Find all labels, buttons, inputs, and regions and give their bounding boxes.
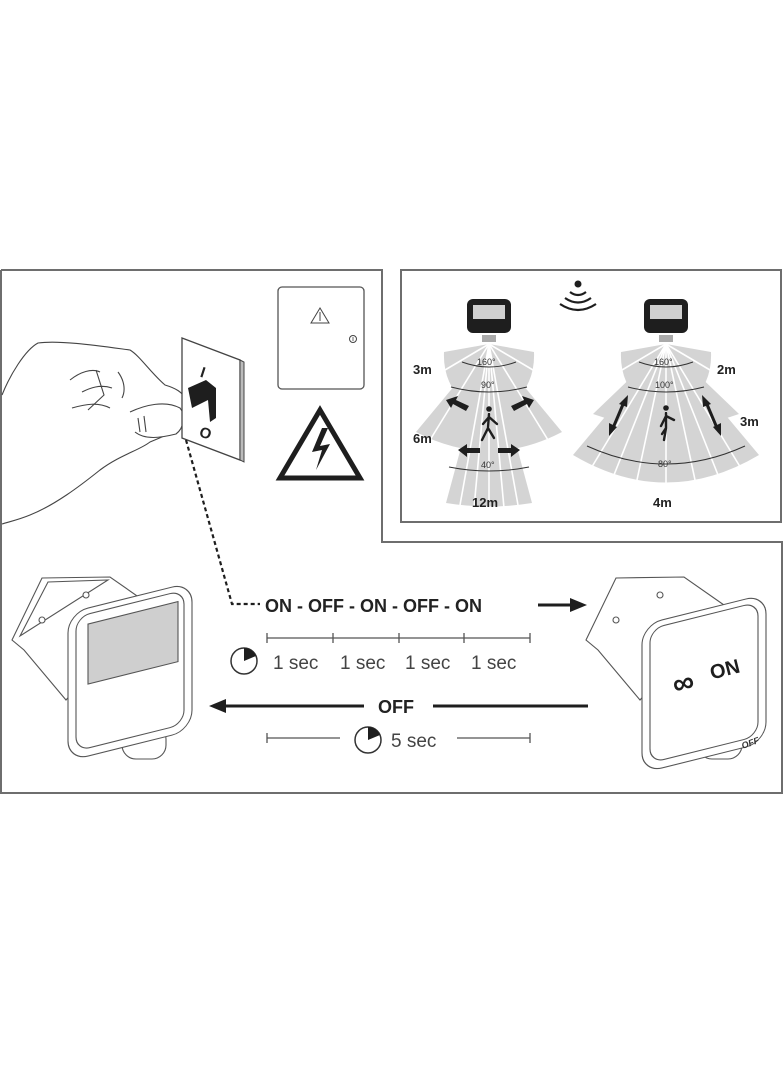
distance-4m: 4m [653,495,672,510]
svg-text:160°: 160° [477,357,496,367]
distance-3m-left: 3m [413,362,432,377]
wall-switch-icon: I O [181,337,245,463]
floodlight-off [11,576,193,760]
interval-timeline [266,633,531,643]
right-arrow-icon [538,598,587,612]
switch-off-label: O [197,424,214,444]
distance-3m-right: 3m [740,414,759,429]
sensor-range-radial: 160° 100° 80° 2m 3m 4m [573,299,759,510]
walking-person-icon [659,405,676,442]
sensor-wave-icon [559,280,597,312]
hand-icon [1,341,187,525]
timer-icon [354,726,382,754]
timer-icon [230,647,258,675]
off-label: OFF [378,697,414,717]
interval-4: 1 sec [471,653,516,674]
svg-text:80°: 80° [658,459,672,469]
walking-person-icon [480,406,499,442]
floodlight-on [585,576,767,770]
svg-text:40°: 40° [481,460,495,470]
svg-text:90°: 90° [481,380,495,390]
interval-1: 1 sec [273,653,318,674]
svg-text:160°: 160° [654,357,673,367]
sensor-panel-frame [400,269,782,523]
outer-frame [0,269,783,794]
left-arrow-icon [209,699,588,713]
switch-on-label: I [198,364,207,381]
electrical-box-icon [277,286,365,390]
dashed-connector [184,439,260,606]
svg-text:100°: 100° [655,380,674,390]
interval-3: 1 sec [405,653,450,674]
sensor-range-tangential: 160° 90° 40° 3m 6m 12m [413,299,562,510]
sequence-label: ON - OFF - ON - OFF - ON [265,596,482,616]
off-interval: 5 sec [391,731,436,752]
distance-2m: 2m [717,362,736,377]
off-timeline [266,733,531,743]
distance-6m: 6m [413,431,432,446]
interval-2: 1 sec [340,653,385,674]
distance-12m: 12m [472,495,498,510]
high-voltage-warning-icon [275,405,365,481]
